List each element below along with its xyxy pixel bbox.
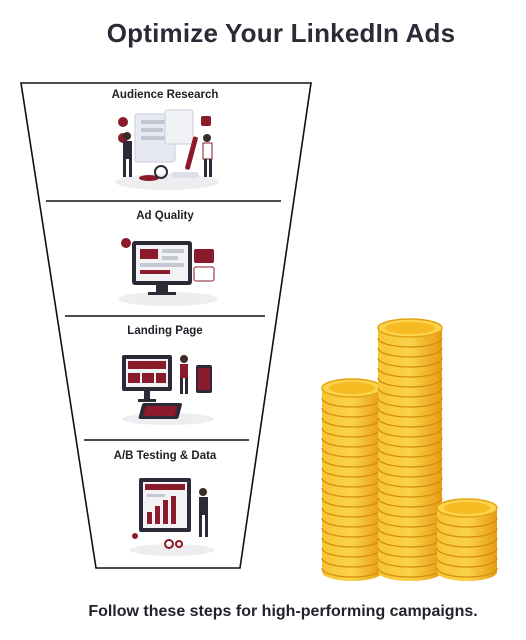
stage-label-landing-page: Landing Page <box>127 325 203 337</box>
stage-label-ad-quality: Ad Quality <box>136 210 194 222</box>
audience-research-illustration <box>115 109 219 190</box>
landing-page-illustration <box>122 355 214 425</box>
ab-testing-illustration <box>130 478 214 556</box>
ad-quality-illustration <box>118 238 218 306</box>
coin-stack-1 <box>321 378 383 581</box>
footer-caption: Follow these steps for high-performing c… <box>88 603 478 620</box>
page-title: Optimize Your LinkedIn Ads <box>106 18 456 48</box>
funnel-outline <box>20 82 312 569</box>
coin-stack-2 <box>377 318 443 581</box>
stage-label-audience-research: Audience Research <box>111 89 219 101</box>
coin-stacks-illustration <box>321 318 498 581</box>
stage-label-ab-testing: A/B Testing & Data <box>113 450 217 462</box>
coin-stack-3 <box>436 498 498 581</box>
